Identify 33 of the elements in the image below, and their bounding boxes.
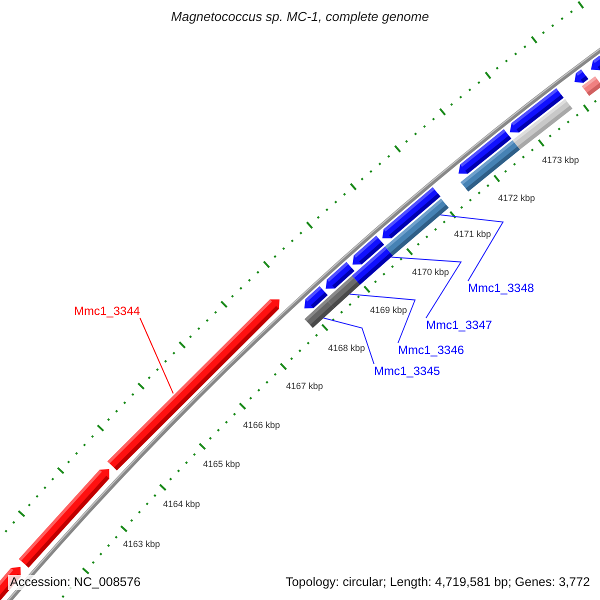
- leader-line: [440, 214, 504, 282]
- gene-block: [18, 469, 110, 568]
- position-label: 4172 kbp: [498, 193, 536, 203]
- gene-block: [326, 262, 354, 289]
- leader-line: [323, 318, 374, 364]
- gene-block: [304, 286, 328, 308]
- position-label: 4167 kbp: [286, 381, 324, 391]
- gene-label: Mmc1_3347: [426, 318, 492, 332]
- position-label: 4164 kbp: [163, 499, 200, 509]
- position-label: 4170 kbp: [412, 267, 450, 277]
- leader-line: [140, 318, 174, 394]
- position-label: 4163 kbp: [123, 539, 160, 549]
- position-label: 4165 kbp: [203, 459, 240, 469]
- position-label: 4169 kbp: [370, 305, 408, 315]
- gene-block: [382, 187, 440, 238]
- leader-line: [349, 294, 416, 344]
- position-label: 4171 kbp: [454, 229, 492, 239]
- position-label: 4168 kbp: [328, 343, 366, 353]
- gene-block: [590, 56, 600, 70]
- gene-block: [510, 88, 564, 132]
- map-title: Magnetococcus sp. MC-1, complete genome: [170, 9, 430, 25]
- gene-label: Mmc1_3345: [374, 364, 440, 378]
- genome-summary-text: Topology: circular; Length: 4,719,581 bp; Genes: 3,772: [284, 575, 592, 590]
- gene-label: Mmc1_3348: [468, 281, 534, 295]
- gene-label: Mmc1_3344: [74, 304, 140, 318]
- leader-line: [390, 256, 462, 318]
- accession-text: Accession: NC_008576: [8, 575, 143, 590]
- position-label: 4173 kbp: [542, 155, 580, 165]
- gene-block: [352, 236, 384, 265]
- gene-block: [574, 70, 588, 83]
- gene-block: [458, 129, 512, 174]
- gene-label: Mmc1_3346: [398, 343, 464, 357]
- position-label: 4166 kbp: [243, 420, 280, 430]
